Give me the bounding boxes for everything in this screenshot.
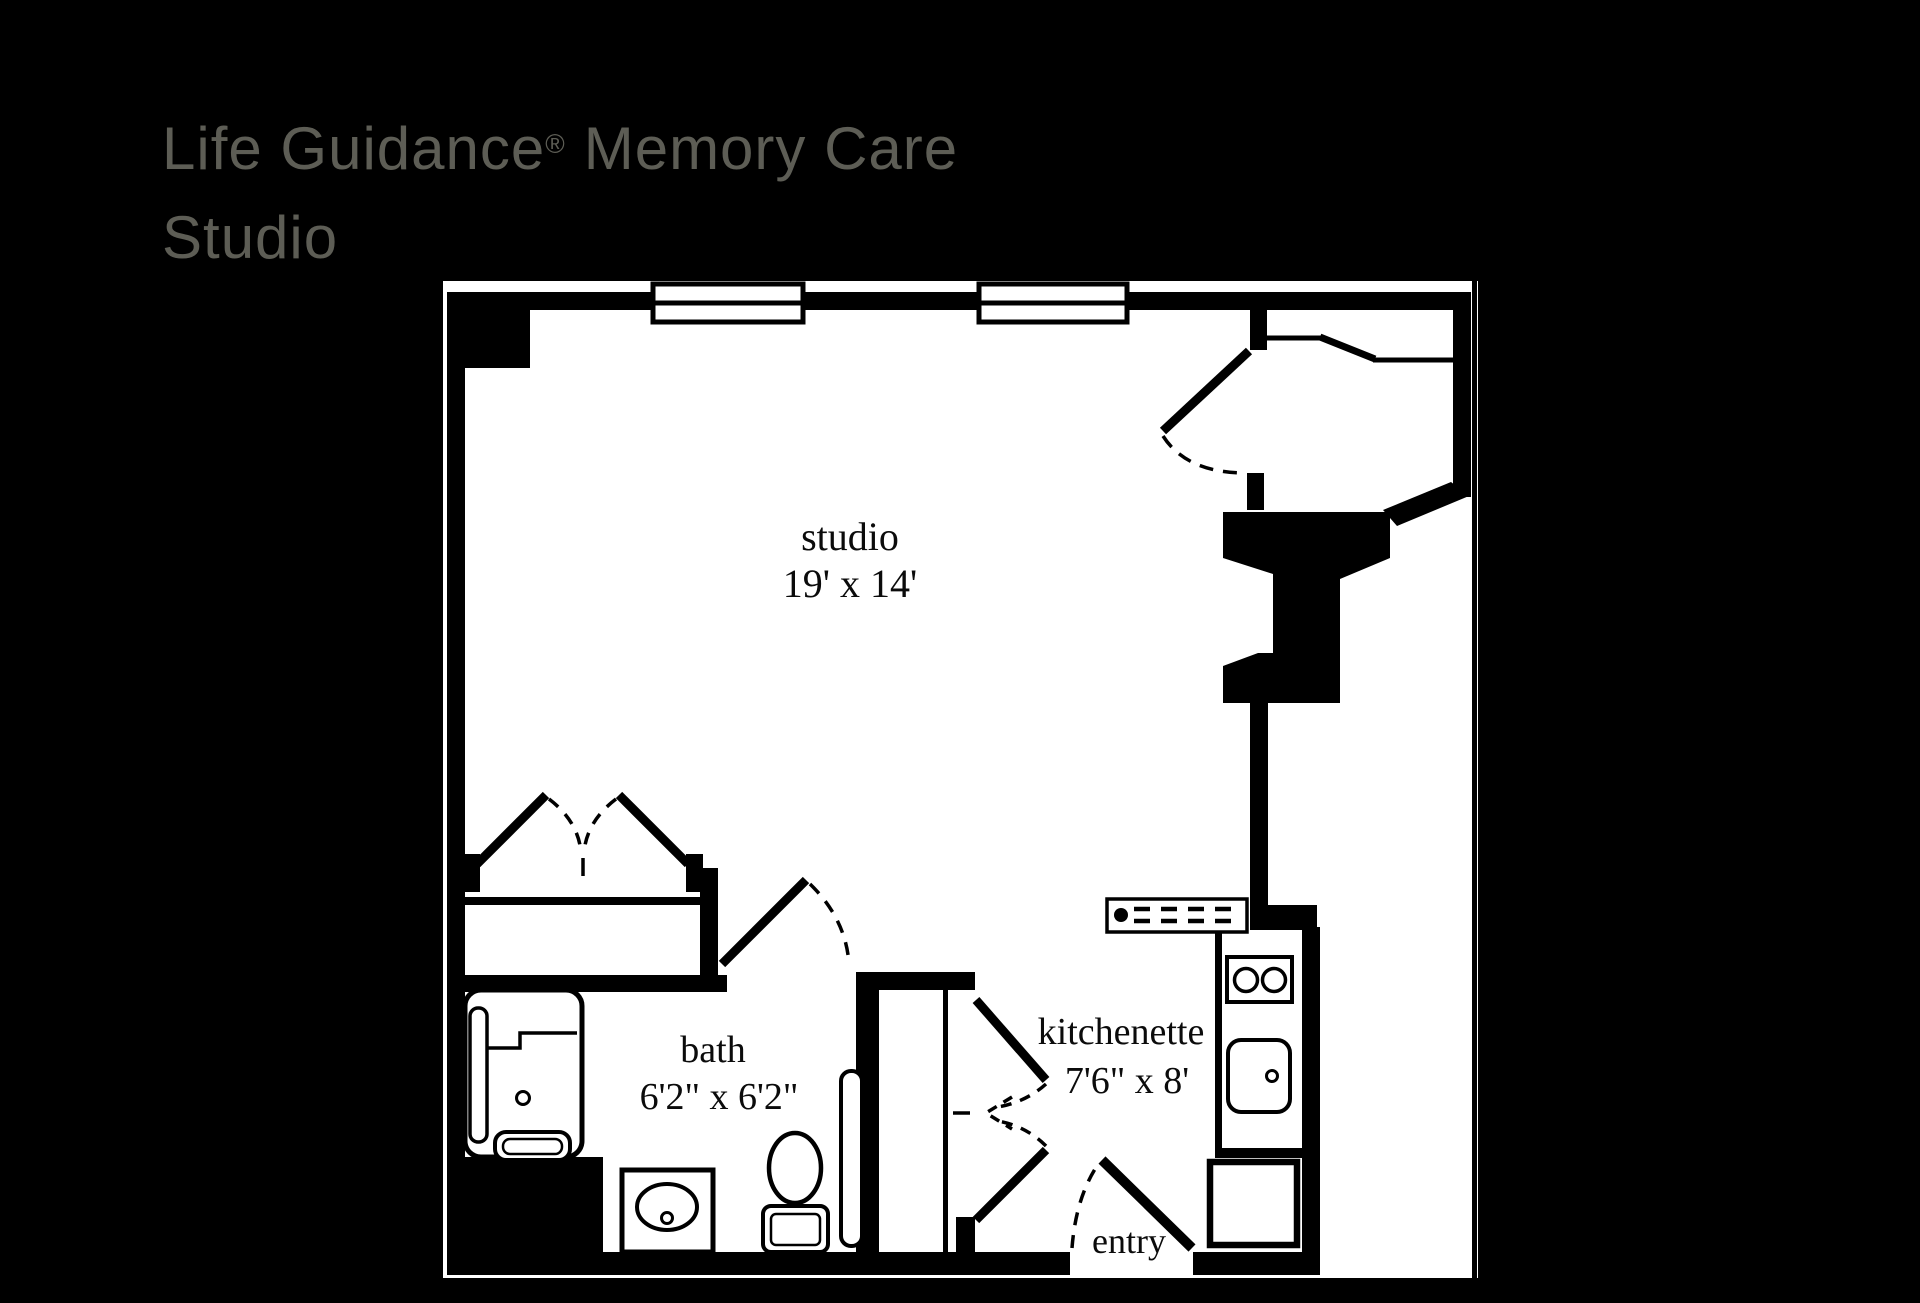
- door-swing-arc: [1161, 435, 1244, 475]
- grab-bar-icon: [839, 1069, 864, 1248]
- wall-closet-right: [700, 868, 718, 992]
- room-dims-studio: 19' x 14': [783, 561, 917, 606]
- room-labels: studio 19' x 14' bath 6'2" x 6'2" kitche…: [640, 514, 1205, 1261]
- door-leaf: [1098, 1156, 1196, 1252]
- bifold-leaf-left: [473, 791, 550, 868]
- swing-arc-upper: [997, 1082, 1048, 1109]
- title-line2: Studio: [162, 204, 339, 271]
- wall-entry-mass: [1223, 512, 1390, 558]
- swing-arc-lower: [997, 1119, 1048, 1148]
- door-swing-arc: [808, 882, 851, 965]
- wall-kitchen-right: [1302, 927, 1320, 1275]
- title-brand: Life Guidance: [162, 115, 546, 182]
- wall-bottom-east: [1193, 1252, 1320, 1275]
- wall-mass-taper-right: [1340, 558, 1390, 579]
- shower-seat-line: [487, 1031, 577, 1050]
- room-label-kitchenette: kitchenette: [1038, 1011, 1205, 1053]
- wall-mid-right: [1250, 703, 1268, 909]
- kitchen-sink-basin: [1226, 1038, 1292, 1114]
- wall-hall-stub-top: [856, 972, 975, 990]
- room-label-bath: bath: [680, 1029, 745, 1071]
- wall-jog: [1250, 905, 1317, 930]
- wall-chase-step: [1258, 653, 1340, 666]
- refrigerator-icon: [1206, 1158, 1301, 1249]
- window-icon: [976, 281, 1130, 325]
- shelf-line-angled: [1318, 333, 1377, 363]
- wall-stub-closet: [1250, 310, 1267, 350]
- counter-strip-bottom-line: [1215, 1148, 1302, 1158]
- stove-outline: [1225, 955, 1294, 1004]
- bifold-arc-left: [547, 797, 583, 853]
- counter-dot: [1114, 908, 1128, 922]
- shower-threshold: [493, 1130, 572, 1162]
- wall-right: [1453, 292, 1471, 497]
- wall-entry-mass-taper: [1223, 558, 1273, 574]
- shower-drain: [515, 1090, 531, 1106]
- bath-door-icon: [718, 876, 851, 968]
- bifold-closet-doors-icon: [473, 791, 692, 876]
- bifold-leaf-right: [615, 791, 692, 868]
- counter-outline: [1105, 897, 1249, 934]
- closet-shelf-icon: [1267, 333, 1453, 363]
- toilet-tank-inner: [769, 1212, 822, 1247]
- wall-hall-stub-bottom: [956, 1217, 975, 1252]
- wall-chase: [1273, 558, 1340, 653]
- door-leaf: [1159, 347, 1253, 435]
- window-icon: [650, 281, 806, 325]
- grab-bar: [839, 1069, 864, 1248]
- swing-leaf-lower: [972, 1146, 1050, 1224]
- stove-burner-right: [1260, 966, 1288, 994]
- counter-strip-left-line: [1215, 930, 1222, 1155]
- vanity-basin: [635, 1182, 699, 1232]
- wall-top: [447, 292, 1471, 310]
- wall-left: [447, 292, 465, 1275]
- room-label-entry: entry: [1092, 1221, 1166, 1261]
- vanity-sink-icon: [619, 1167, 716, 1255]
- stove-icon: [1225, 955, 1294, 1004]
- room-label-studio: studio: [801, 514, 899, 559]
- closet-stop-right: [686, 854, 703, 892]
- wall-block-c: [1223, 666, 1340, 703]
- double-swing-doors-icon: [953, 997, 1050, 1224]
- registered-mark: ®: [545, 128, 566, 159]
- kitchen-sink-faucet: [1265, 1069, 1279, 1083]
- door-swing-arc: [1070, 1161, 1101, 1249]
- plan-edge-line: [1472, 281, 1477, 1278]
- title-line1: Life Guidance® Memory Care: [162, 115, 958, 182]
- stove-burner-left: [1232, 966, 1260, 994]
- room-dims-kitchenette: 7'6" x 8': [1065, 1060, 1189, 1102]
- closet-door-icon: [1159, 347, 1253, 475]
- plan-paper: [443, 281, 1478, 1278]
- closet-stop-left: [465, 854, 480, 892]
- door-leaf: [718, 876, 810, 968]
- toilet-icon: [761, 1130, 830, 1254]
- bifold-arc-right: [582, 797, 618, 853]
- refrigerator: [1206, 1158, 1301, 1249]
- wall-chase-taper: [1223, 653, 1258, 666]
- pass-through-counter-icon: [1105, 897, 1249, 934]
- shower-door-rail: [468, 1006, 489, 1144]
- wall-hall-thin-line: [943, 990, 948, 1252]
- title-line1-rest: Memory Care: [583, 115, 959, 182]
- shower-threshold-inner: [501, 1137, 564, 1156]
- entry-door-icon: [1070, 1156, 1196, 1252]
- kitchen-sink-icon: [1226, 1038, 1292, 1114]
- toilet-tank: [761, 1204, 830, 1254]
- room-dims-bath: 6'2" x 6'2": [640, 1076, 799, 1118]
- swing-leaf-upper: [972, 997, 1050, 1083]
- page-title: Life Guidance® Memory Care Studio: [162, 110, 958, 276]
- closet-shelf-line: [465, 897, 703, 905]
- wall-bottom-west: [447, 1252, 1070, 1275]
- vanity-faucet: [660, 1211, 674, 1225]
- toilet-bowl: [766, 1130, 824, 1206]
- wall-door-stop: [1247, 473, 1264, 510]
- shower-icon: [462, 987, 585, 1162]
- wall-angled: [1383, 482, 1469, 526]
